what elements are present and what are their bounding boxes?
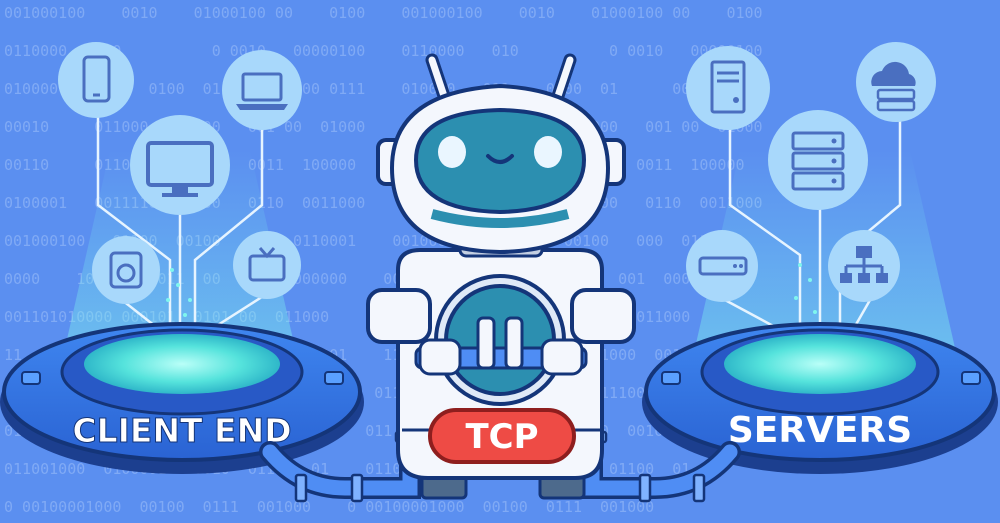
binary-row: 00010 011000 1000 001 00 01000 00010 011… — [4, 118, 763, 136]
binary-row: 0 00100001000 00100 0111 001000 0 001000… — [4, 498, 654, 516]
server-side: SERVERS — [642, 42, 998, 474]
robot-head — [376, 83, 626, 255]
robot-smile — [486, 154, 514, 164]
servers-platform — [642, 322, 998, 474]
client-platform — [0, 322, 364, 474]
robot-left-eye — [438, 136, 466, 168]
server-tower-icon — [686, 46, 770, 130]
television-icon — [233, 231, 301, 299]
robot-right-eye — [534, 136, 562, 168]
binary-row: 001000100 0010 01000100 00 0100 00100010… — [4, 4, 763, 22]
network-hierarchy-icon — [828, 230, 900, 302]
robot-hands — [418, 338, 584, 376]
desktop-monitor-icon — [130, 115, 230, 215]
pause-icon — [476, 316, 524, 370]
washing-machine-icon — [92, 236, 160, 304]
cloud-storage-icon — [856, 42, 936, 122]
servers-label: SERVERS — [728, 410, 912, 451]
client-end-label: CLIENT END — [72, 411, 291, 450]
tcp-label: TCP — [465, 417, 538, 457]
robot-arms — [366, 288, 636, 344]
smartphone-icon — [58, 42, 134, 118]
servers-light-beam — [690, 150, 960, 370]
tcp-badge: TCP — [428, 408, 576, 464]
server-rack-icon — [768, 110, 868, 210]
robot-chest-core — [444, 284, 556, 396]
binary-row: 010000 011 0100 01 00100 0111 010000 011… — [4, 80, 763, 98]
client-side: CLIENT END — [0, 42, 364, 474]
network-switch-icon — [686, 230, 758, 302]
laptop-icon — [222, 50, 302, 130]
